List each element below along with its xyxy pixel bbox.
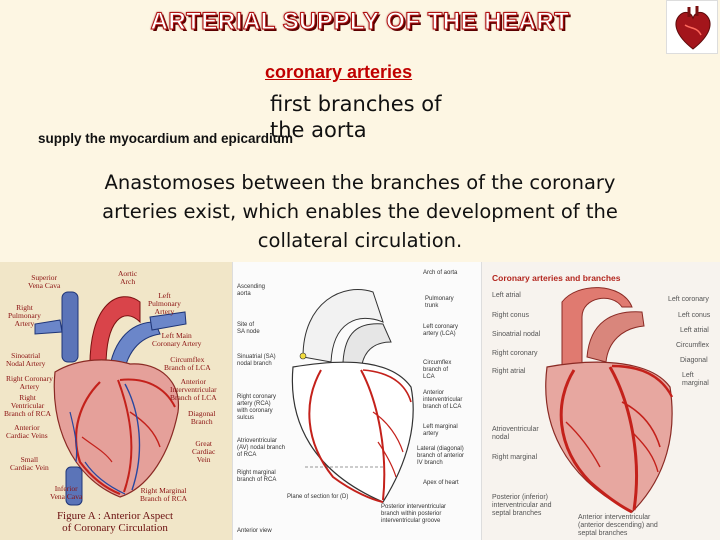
label-anterior-view: Anterior view bbox=[237, 528, 272, 534]
label-right-conus: Right conus bbox=[492, 312, 529, 319]
coronary-arteries-heading[interactable]: coronary arteries bbox=[265, 62, 413, 82]
figure-a-heart-drawing bbox=[34, 291, 187, 506]
label-right-coronary: Right coronary bbox=[492, 350, 538, 357]
figure-b-heart-drawing bbox=[291, 289, 414, 503]
slide-title: ARTERIAL SUPPLY OF THE HEART bbox=[150, 8, 570, 36]
label-left-conus: Left conus bbox=[678, 312, 711, 319]
figure-c-panel: Coronary arteries and branches Left atri… bbox=[482, 262, 720, 540]
label-left-coronary: Left coronary bbox=[668, 296, 709, 303]
label-right-marginal: Right marginal bbox=[492, 454, 538, 461]
label-sinuatrial-nodal-branch: Sinuatrial (SA)nodal branch bbox=[237, 354, 276, 367]
anastomoses-paragraph: Anastomoses between the branches of the … bbox=[102, 171, 618, 252]
label-plane-of-section: Plane of section for (D) bbox=[287, 494, 349, 500]
label-posterior-interventricular: Posterior (inferior)interventricular and… bbox=[492, 494, 552, 517]
the-aorta-text: the aorta bbox=[270, 118, 367, 142]
label-diagonal: Diagonal bbox=[680, 357, 708, 364]
heart-logo-icon bbox=[666, 0, 718, 54]
figure-c-heart-drawing bbox=[545, 287, 674, 514]
label-anterior-interventricular: Anterior interventricular(anterior desce… bbox=[578, 514, 658, 537]
label-sinoatrial-nodal: Sinoatrial nodal bbox=[492, 331, 541, 338]
label-arch-of-aorta: Arch of aorta bbox=[423, 270, 458, 276]
label-right-atrial: Right atrial bbox=[492, 368, 526, 375]
label-circumflex: Circumflex bbox=[676, 342, 710, 349]
first-branches-text: first branches of bbox=[270, 92, 442, 116]
label-apex-of-heart: Apex of heart bbox=[423, 480, 459, 486]
label-left-atrial-right: Left atrial bbox=[680, 327, 709, 334]
figure-c-title: Coronary arteries and branches bbox=[492, 273, 621, 283]
supply-text: supply the myocardium and epicardium bbox=[38, 131, 294, 146]
label-left-atrial: Left atrial bbox=[492, 292, 521, 299]
